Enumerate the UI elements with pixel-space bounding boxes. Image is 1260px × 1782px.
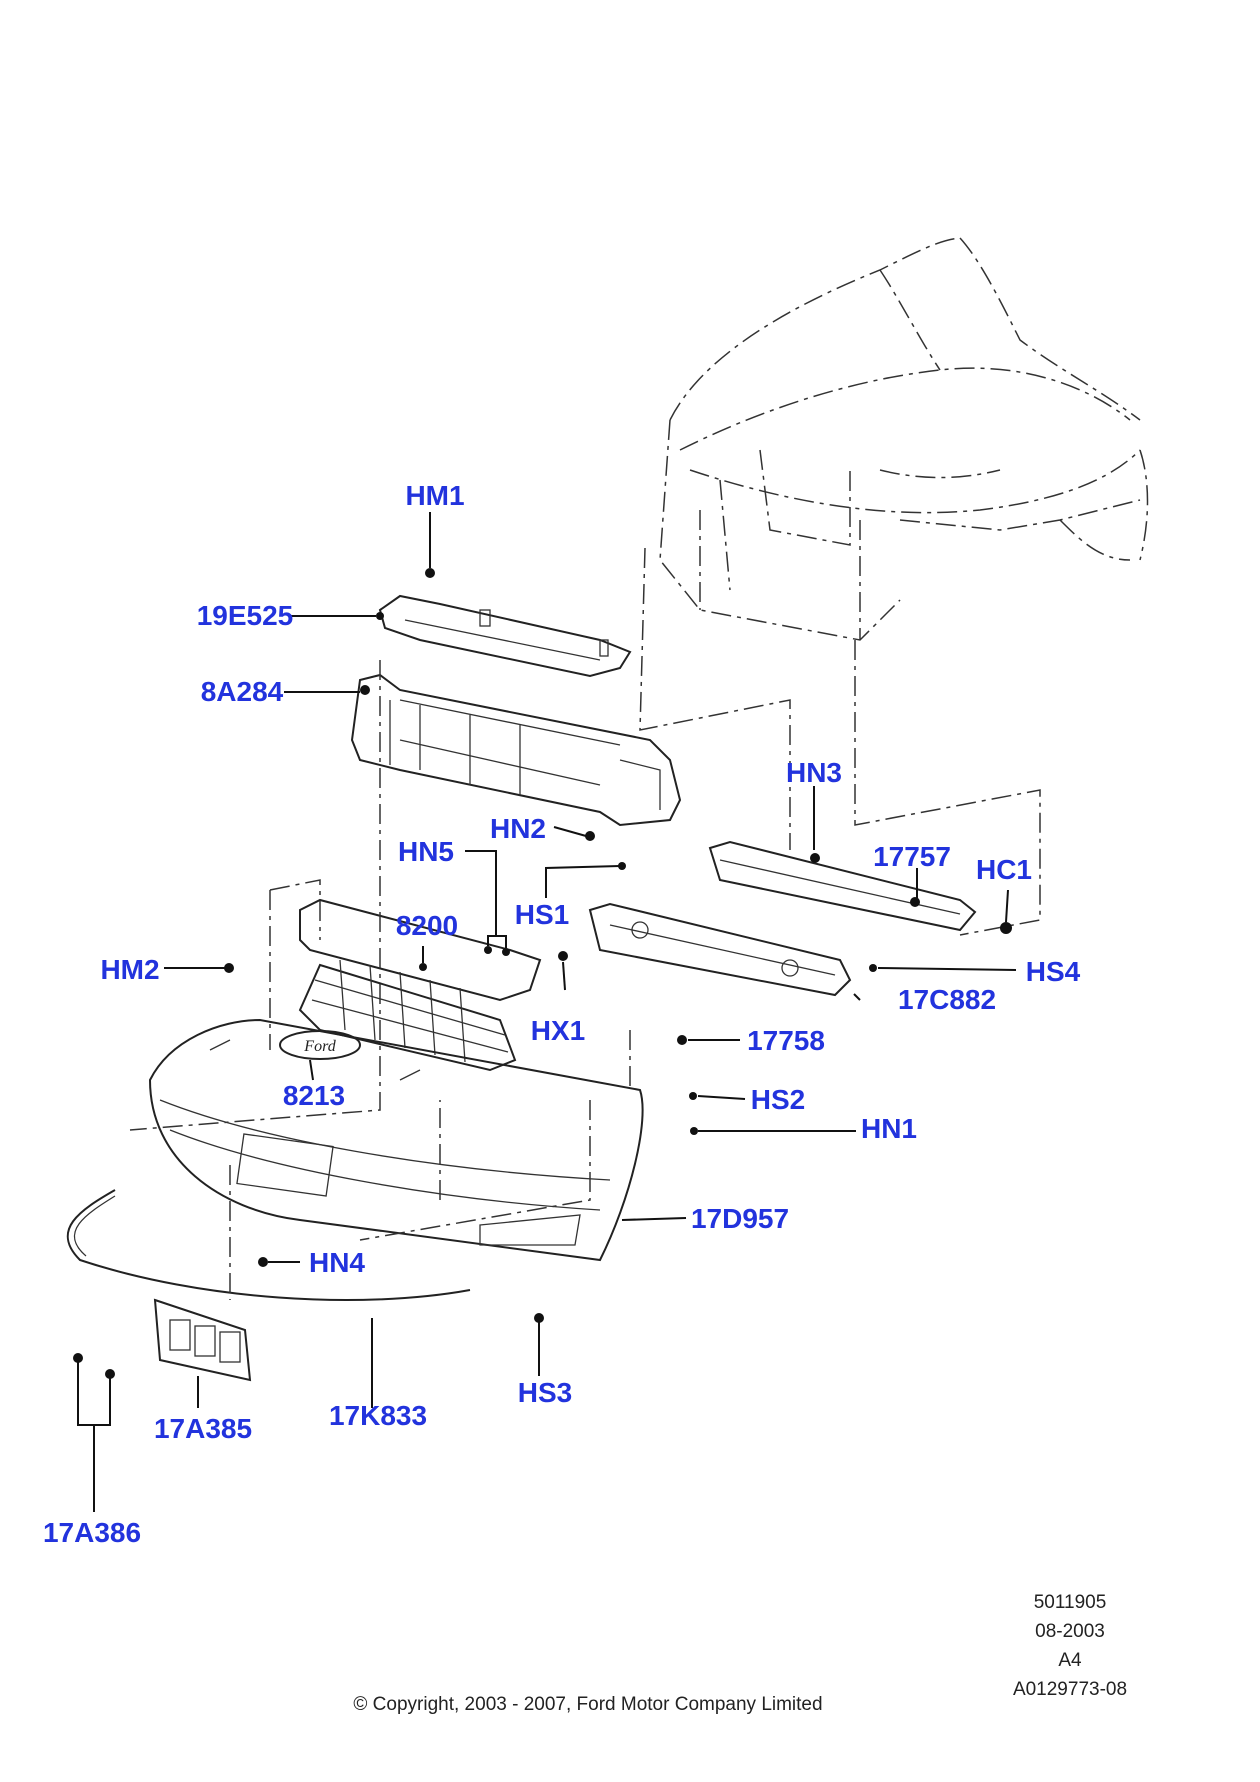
issue-date: 08-2003 — [1035, 1621, 1105, 1642]
callout-17C882: 17C882 — [898, 984, 996, 1015]
callout-HM1: HM1 — [405, 480, 464, 511]
callout-HM2: HM2 — [100, 954, 159, 985]
callout-HC1: HC1 — [976, 854, 1032, 885]
fasteners — [73, 568, 1012, 1379]
leader-lines — [77, 512, 1017, 1512]
callout-HS2: HS2 — [751, 1084, 805, 1115]
callout-8213: 8213 — [283, 1080, 345, 1111]
callout-HN2: HN2 — [490, 813, 546, 844]
assembly-guide-lines — [129, 547, 1041, 1300]
bumper-reinforcement-part — [588, 840, 977, 997]
emblem-text: Ford — [303, 1038, 336, 1055]
callout-HN5: HN5 — [398, 836, 454, 867]
bumper-cover-part — [148, 1018, 644, 1262]
callout-8200: 8200 — [396, 910, 458, 941]
illustration-id: A0129773-08 — [1013, 1679, 1127, 1700]
ref-number: 5011905 — [1034, 1592, 1107, 1613]
callout-HN1: HN1 — [861, 1113, 917, 1144]
callout-HN3: HN3 — [786, 757, 842, 788]
callout-19E525: 19E525 — [197, 600, 294, 631]
copyright-notice: © Copyright, 2003 - 2007, Ford Motor Com… — [353, 1694, 822, 1715]
callout-HN4: HN4 — [309, 1247, 365, 1278]
footer: 5011905 08-2003 A4 A0129773-08 © Copyrig… — [353, 1592, 1127, 1715]
vehicle-body-outline — [659, 237, 1149, 641]
callout-labels: HM1 19E525 8A284 HN3 HN2 HN5 17757 HC1 H… — [43, 480, 1081, 1548]
callout-17A386: 17A386 — [43, 1517, 141, 1548]
lower-strip-part — [66, 1189, 471, 1301]
callout-HS3: HS3 — [518, 1377, 572, 1408]
callout-17K833: 17K833 — [329, 1400, 427, 1431]
upper-cover-part — [378, 594, 632, 678]
callout-HX1: HX1 — [531, 1015, 585, 1046]
callout-8A284: 8A284 — [201, 676, 284, 707]
grille-part — [298, 898, 542, 1072]
callout-HS4: HS4 — [1026, 956, 1081, 987]
callout-HS1: HS1 — [515, 899, 569, 930]
callout-17D957: 17D957 — [691, 1203, 789, 1234]
license-bracket-part — [153, 1298, 252, 1382]
radiator-support-part — [350, 673, 682, 827]
sheet-size: A4 — [1058, 1650, 1082, 1671]
callout-17A385: 17A385 — [154, 1413, 252, 1444]
callout-17757: 17757 — [873, 841, 951, 872]
callout-17758: 17758 — [747, 1025, 825, 1056]
